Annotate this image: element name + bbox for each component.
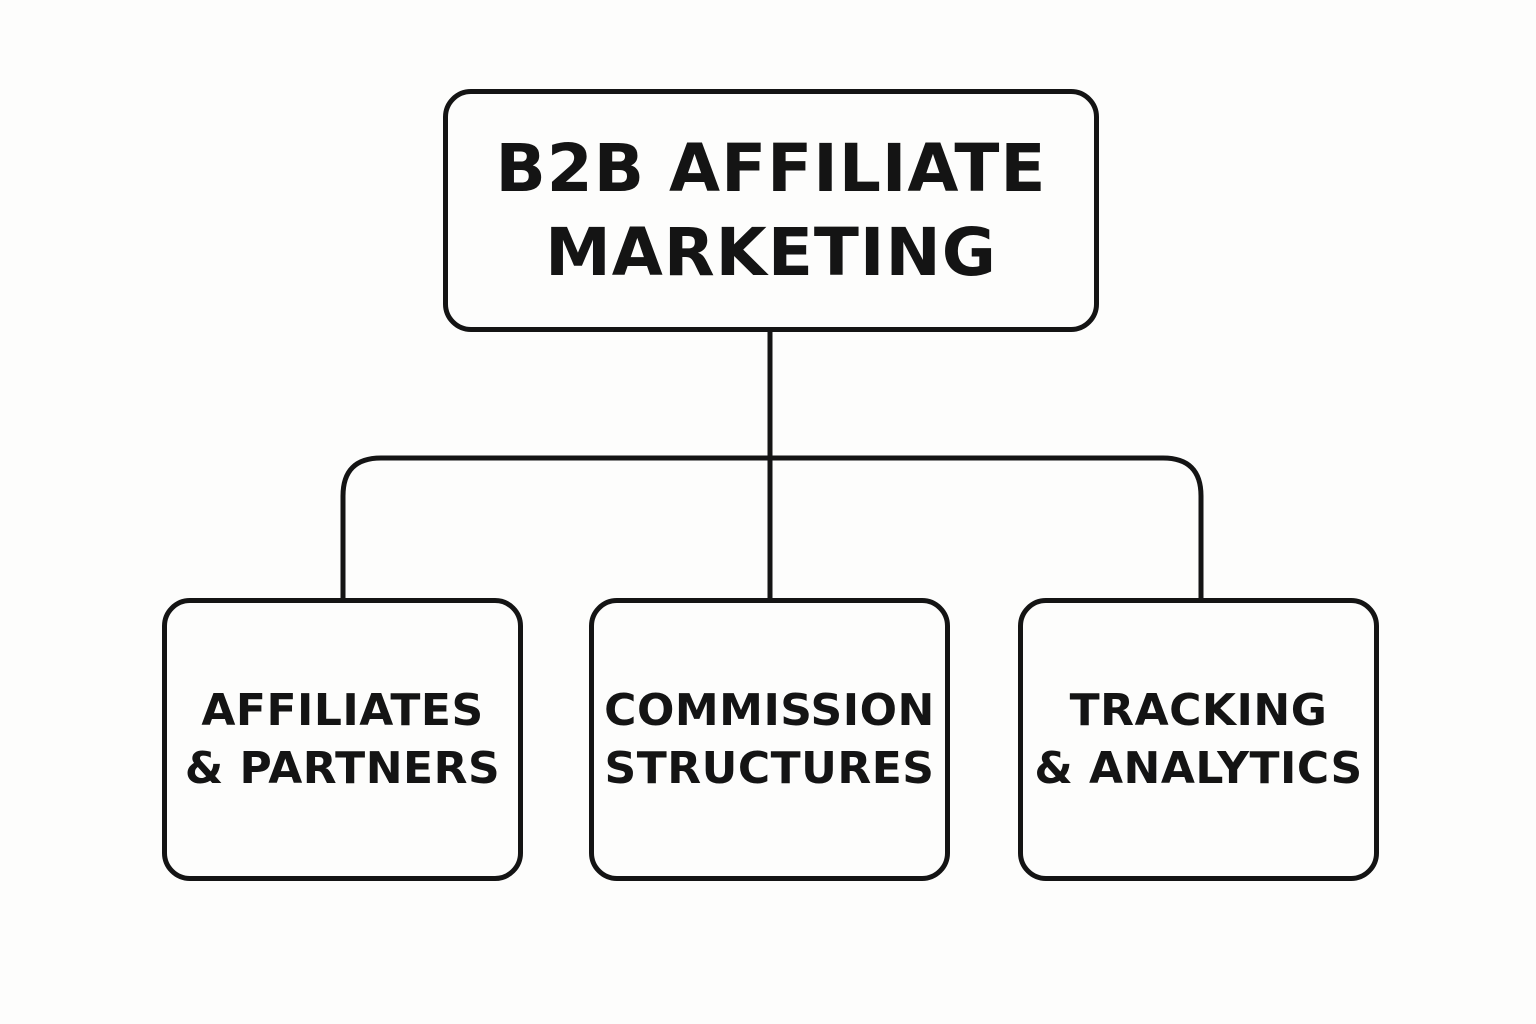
child-node-tracking: TRACKING & ANALYTICS (1018, 598, 1379, 881)
root-node: B2B AFFILIATE MARKETING (443, 89, 1099, 332)
child-node-label-line1: TRACKING (1069, 684, 1328, 736)
child-node-label-line2: STRUCTURES (604, 742, 935, 794)
root-node-label-line1: B2B AFFILIATE (495, 129, 1047, 207)
root-node-label-line2: MARKETING (545, 213, 997, 291)
child-node-affiliates: AFFILIATES & PARTNERS (162, 598, 523, 881)
child-node-commission: COMMISSION STRUCTURES (589, 598, 950, 881)
child-node-label-line1: COMMISSION (604, 684, 935, 736)
child-node-label-line2: & PARTNERS (184, 742, 501, 794)
connector-branch (340, 455, 1204, 598)
child-node-label-line2: & ANALYTICS (1034, 742, 1363, 794)
child-node-label-line1: AFFILIATES (201, 684, 484, 736)
